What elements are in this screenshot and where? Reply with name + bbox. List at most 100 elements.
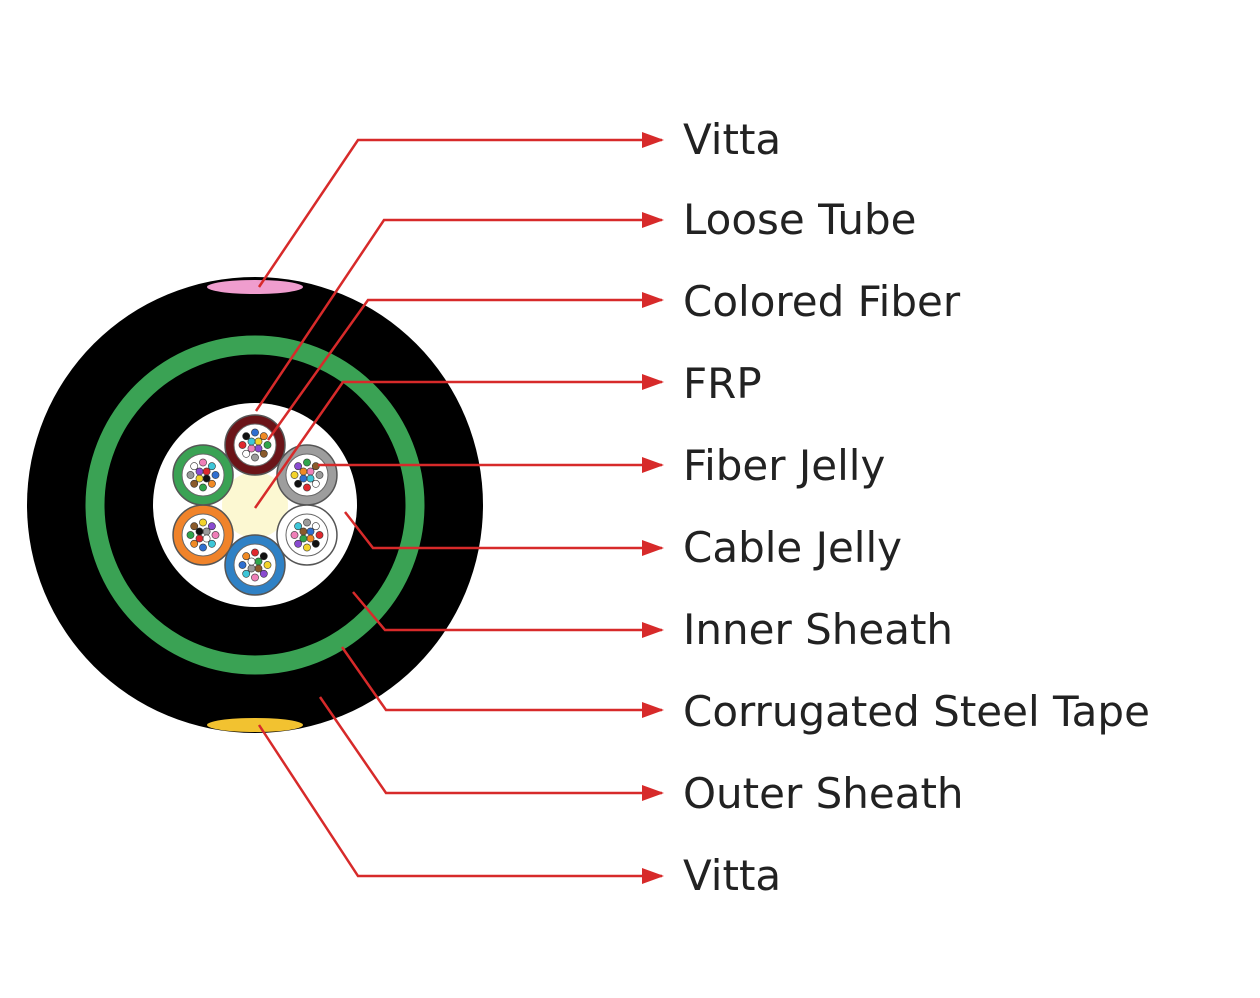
colored-fiber: [242, 449, 251, 458]
vitta-top-stripe: [207, 280, 303, 294]
label-inner-sheath: Inner Sheath: [683, 605, 953, 654]
colored-fiber: [299, 467, 308, 476]
colored-fiber: [207, 539, 216, 548]
loose-tube-4: [224, 534, 286, 596]
colored-fiber: [199, 543, 207, 552]
colored-fiber: [315, 471, 324, 479]
colored-fiber: [199, 518, 207, 527]
colored-fiber: [306, 467, 315, 476]
leader-lines: [253, 132, 664, 884]
cable-cross-section: [27, 277, 483, 733]
leader-line-corrugated-steel-tape: [340, 646, 664, 718]
colored-fiber: [259, 552, 268, 561]
colored-fiber: [242, 569, 251, 578]
colored-fiber: [299, 527, 308, 536]
colored-fiber: [211, 471, 220, 479]
colored-fiber: [242, 552, 251, 561]
label-fiber-jelly: Fiber Jelly: [683, 441, 885, 490]
colored-fiber: [199, 458, 207, 467]
colored-fiber: [207, 479, 216, 488]
colored-fiber: [195, 527, 204, 536]
colored-fiber: [207, 522, 216, 531]
leader-line-frp: [253, 374, 664, 509]
colored-fiber: [306, 474, 315, 483]
colored-fiber: [199, 483, 207, 492]
colored-fiber: [195, 467, 204, 476]
colored-fiber: [294, 522, 302, 531]
colored-fiber: [259, 432, 268, 441]
colored-fiber: [190, 462, 199, 471]
colored-fiber: [303, 518, 311, 527]
loose-tube-6: [172, 444, 234, 506]
leader-line-vitta-top: [257, 132, 664, 288]
colored-fiber: [290, 531, 299, 539]
colored-fiber: [311, 539, 320, 548]
colored-fiber: [251, 453, 259, 462]
colored-fiber: [190, 479, 199, 488]
loose-tube-3: [276, 504, 338, 566]
colored-fiber: [242, 432, 251, 441]
label-vitta-bottom: Vitta: [683, 851, 781, 900]
colored-fiber: [202, 527, 211, 536]
colored-fiber: [303, 458, 311, 467]
colored-fiber: [251, 428, 259, 437]
colored-fiber: [290, 471, 299, 479]
colored-fiber: [190, 522, 199, 531]
corrugated-steel-tape-ring: [85, 335, 425, 675]
colored-fiber: [259, 449, 268, 458]
colored-fiber: [311, 479, 320, 488]
vitta-bottom-stripe: [207, 718, 303, 732]
colored-fiber: [186, 471, 195, 479]
colored-fiber: [251, 548, 259, 557]
colored-fiber: [254, 437, 263, 446]
loose-tube-5: [172, 504, 234, 566]
label-corrugated-steel-tape: Corrugated Steel Tape: [683, 687, 1150, 736]
label-outer-sheath: Outer Sheath: [683, 769, 964, 818]
colored-fiber: [207, 462, 216, 471]
label-cable-jelly: Cable Jelly: [683, 523, 902, 572]
colored-fiber: [190, 539, 199, 548]
loose-tube-1: [224, 414, 286, 476]
frp-center: [222, 472, 288, 538]
colored-fiber: [202, 474, 211, 483]
colored-fiber: [263, 441, 272, 449]
colored-fiber: [311, 522, 320, 531]
colored-fiber: [195, 474, 204, 483]
component-labels: Vitta Loose Tube Colored Fiber FRP Fiber…: [683, 115, 1150, 900]
leader-line-vitta-bottom: [257, 724, 664, 884]
leader-line-inner-sheath: [352, 591, 664, 638]
colored-fiber: [299, 534, 308, 543]
colored-fiber: [186, 531, 195, 539]
colored-fiber: [303, 543, 311, 552]
colored-fiber: [259, 569, 268, 578]
colored-fiber: [254, 444, 263, 453]
colored-fiber: [294, 479, 302, 488]
colored-fiber: [254, 564, 263, 573]
colored-fiber: [303, 483, 311, 492]
colored-fiber: [294, 539, 302, 548]
colored-fiber: [202, 467, 211, 476]
label-loose-tube: Loose Tube: [683, 195, 917, 244]
leader-line-outer-sheath: [318, 696, 664, 801]
colored-fiber: [247, 557, 256, 566]
colored-fiber: [251, 573, 259, 582]
colored-fiber: [263, 561, 272, 569]
label-vitta-top: Vitta: [683, 115, 781, 164]
colored-fiber: [195, 534, 204, 543]
colored-fiber: [315, 531, 324, 539]
colored-fiber: [294, 462, 302, 471]
colored-fiber: [247, 564, 256, 573]
label-frp: FRP: [683, 359, 762, 408]
loose-tubes: [172, 414, 338, 596]
colored-fiber: [254, 557, 263, 566]
colored-fiber: [247, 437, 256, 446]
colored-fiber: [202, 534, 211, 543]
colored-fiber: [238, 441, 247, 449]
colored-fiber: [306, 527, 315, 536]
leader-line-loose-tube: [254, 212, 664, 412]
label-colored-fiber: Colored Fiber: [683, 277, 961, 326]
colored-fiber: [238, 561, 247, 569]
leader-line-cable-jelly: [344, 511, 664, 556]
colored-fiber: [299, 474, 308, 483]
